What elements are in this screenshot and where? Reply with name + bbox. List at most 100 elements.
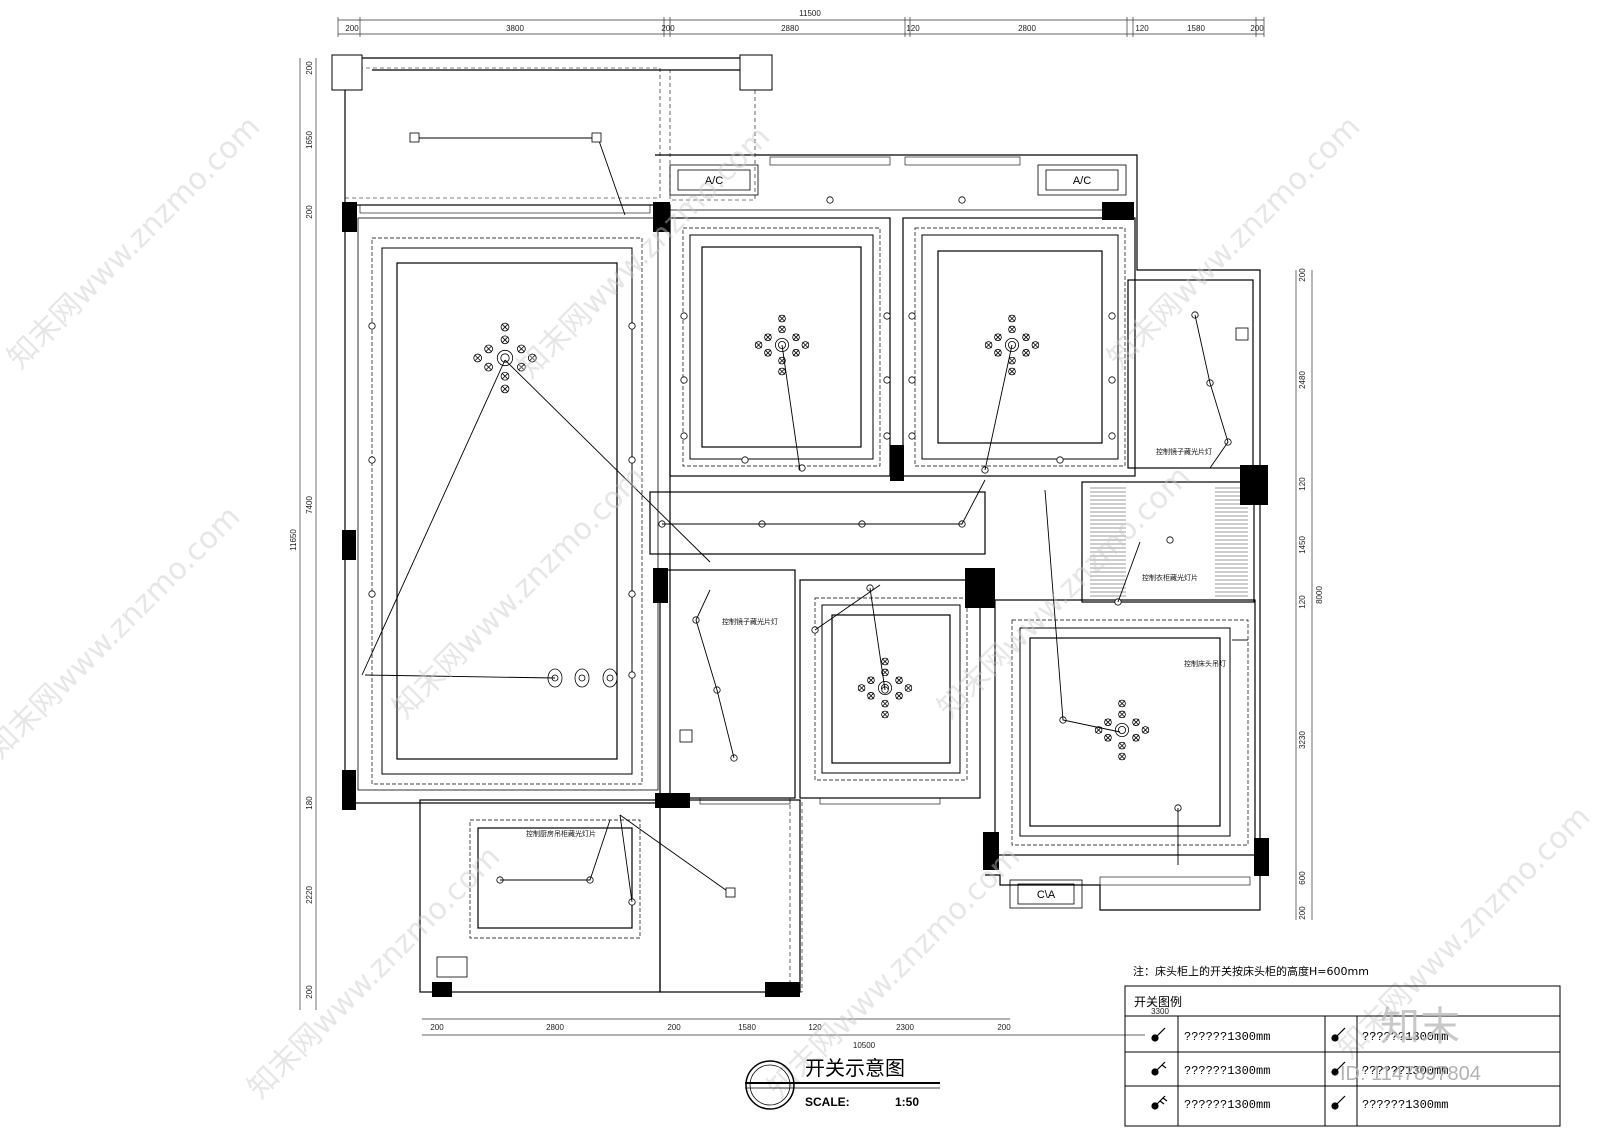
left-dimension-chain [299,58,317,1010]
chandelier-bulb [778,367,786,376]
right-dim-1: 200 [1298,268,1307,282]
bulb-cross [474,354,481,362]
chandelier-core [500,353,510,363]
chandelier-bulb [500,322,510,332]
watermark-2: 知末网www.znzmo.com [511,119,777,385]
bulb-cross [501,336,509,344]
bulb-cross [1132,718,1140,726]
bottom-dim-5: 120 [808,1023,822,1032]
chandelier-bulb [1118,741,1126,750]
bottom-dim-3: 200 [667,1023,681,1032]
bulb-cross [755,341,762,349]
downlight [628,456,636,464]
chandelier-center [1005,337,1020,352]
left-dim-4: 7400 [305,496,314,514]
downlight [958,196,966,204]
bulb-cross [485,363,492,371]
downlight [368,590,376,598]
downlight [908,432,916,440]
bulb-cross [881,658,889,665]
bulb-cross [529,354,536,362]
legend-item-3: ??????1300mm [1184,1098,1270,1112]
bulb-cross [1132,734,1140,742]
legend-title: 开关图例 [1134,995,1182,1009]
bulb-cross [1008,368,1016,375]
bulb-cross [1008,357,1016,364]
chandelier-bulb [881,710,889,719]
chandelier-bulb [792,349,800,357]
downlight [628,322,636,330]
chandelier-bulb [1022,349,1030,357]
bottom-dim-6: 2300 [896,1023,914,1032]
chandelier-bulb [984,341,993,349]
downlight [368,322,376,330]
downlight [368,456,376,464]
chandelier-bulb [500,371,510,381]
chandelier-bulb [881,657,889,666]
legend-dim: 3300 [1151,1007,1169,1016]
label-mirror-light-mid: 控制镜子藏光片灯 [722,617,778,626]
chandelier-bulb [1132,718,1140,726]
chandelier-center [1115,723,1130,738]
legend-item-1: ??????1300mm [1184,1030,1270,1044]
label-mirror-light-right: 控制镜子藏光片灯 [1156,447,1212,456]
top-dim-1: 200 [345,24,359,33]
downlight [826,196,834,204]
wall-lamp-core [578,674,586,682]
chandelier-bulb [857,684,866,692]
right-dim-7: 600 [1298,871,1307,885]
bulb-cross [1104,718,1112,726]
chandelier-center [775,337,790,352]
bulb-cross [881,700,889,707]
chandelier-bulb [1118,752,1126,761]
bulb-cross [895,692,903,700]
bulb-cross [1022,333,1030,341]
bulb-cross [867,676,875,684]
chandelier-bulb [904,684,913,692]
right-dim-2: 2480 [1298,371,1307,389]
chandelier-bulb [867,692,875,700]
bulb-cross [881,711,889,718]
bulb-cross [1118,711,1126,718]
bulb-cross [778,368,786,375]
left-dim-5: 180 [305,796,314,810]
downlight [883,312,891,320]
scale-value: 1:50 [895,1095,919,1109]
scale-label: SCALE: [805,1095,850,1109]
chandelier-bulb [1031,341,1040,349]
left-dim-3: 200 [305,205,314,219]
left-dim-1: 200 [305,61,314,75]
bulb-cross [1118,742,1126,749]
bulb-cross [994,349,1002,357]
downlight [680,432,688,440]
legend-item-2: ??????1300mm [1184,1064,1270,1078]
legend-item-4: ??????1300mm [1362,1030,1448,1044]
top-dim-4: 2880 [781,24,799,33]
bottom-dimension-chain [422,1018,1145,1036]
wardrobe-hatching [1090,487,1248,597]
bulb-cross [1142,726,1149,734]
chandelier-bulb [801,341,810,349]
chandelier-bulb [517,362,526,372]
bulb-cross [792,333,800,341]
chandelier-bulb [1022,333,1030,341]
legend-switch-symbols [1151,1027,1346,1110]
bulb-cross [485,345,492,353]
chandelier-bulb [778,314,786,323]
bulb-cross [867,692,875,700]
chandelier-core [778,340,787,349]
ceiling-frames [371,227,1249,939]
downlight [883,432,891,440]
left-total-dim: 11650 [289,529,298,551]
chandelier-bulb [1118,710,1126,719]
downlight [628,590,636,598]
chandelier-bulb [484,344,493,354]
ac-label-left: A/C [705,175,723,187]
downlight [1108,432,1116,440]
legend-item-5: ??????1300mm [1362,1064,1448,1078]
chandelier-bulb [881,699,889,708]
structural-columns [342,202,1269,997]
wall-lamp-core [606,674,614,682]
label-kitchen-light: 控制厨房吊柜藏光灯片 [526,829,596,838]
